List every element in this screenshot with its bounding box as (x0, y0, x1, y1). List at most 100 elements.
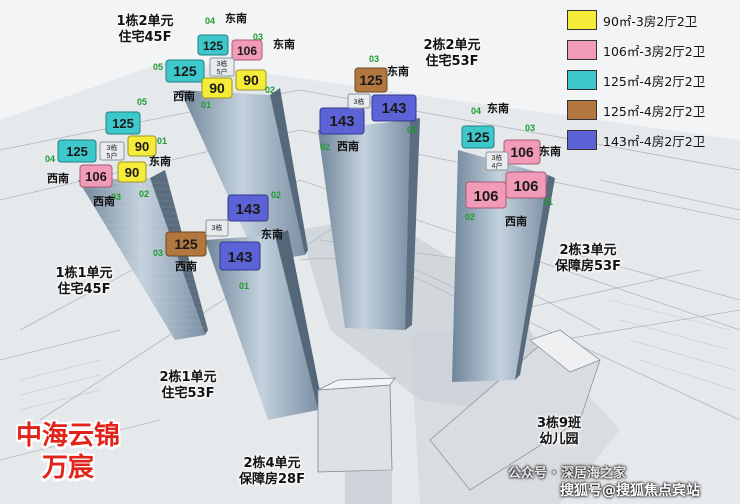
unit-label-b2u1-143a: 143 (235, 201, 260, 218)
unit-number: 04 (471, 106, 481, 116)
unit-label-b2u2-143a: 143 (329, 113, 354, 130)
building-floors: 住宅53F (425, 54, 479, 69)
unit-number: 02 (265, 85, 275, 95)
unit-label-b1u2-90b: 90 (243, 72, 259, 88)
legend-swatch (567, 40, 597, 60)
direction-label: 东南 (149, 154, 171, 168)
legend-item: 125㎡-4房2厅2卫 (567, 99, 735, 121)
building-2-unit-4 (317, 377, 396, 504)
unit-number: 01 (239, 281, 249, 291)
unit-number: 04 (205, 16, 215, 26)
direction-label: 东南 (261, 227, 283, 241)
building-name: 2栋4单元 (243, 456, 301, 471)
unit-number: 03 (525, 123, 535, 133)
legend-swatch (567, 100, 597, 120)
core-label: 3栋 (354, 97, 365, 106)
unit-label-b2u3-106b: 106 (473, 188, 498, 205)
legend: 90㎡-3房2厅2卫 106㎡-3房2厅2卫 125㎡-4房2厅2卫 125㎡-… (567, 9, 735, 161)
building-name: 3栋9班 (536, 416, 582, 431)
unit-label-b2u2-143b: 143 (381, 100, 406, 117)
unit-label-b2u3-106a: 106 (510, 144, 534, 160)
unit-label-b1u1-125a: 125 (112, 116, 134, 131)
unit-label-b1u2-125b: 125 (173, 63, 197, 79)
unit-number: 02 (271, 190, 281, 200)
unit-label-b1u2-90a: 90 (209, 80, 225, 96)
project-title-line1: 中海云锦 (15, 421, 120, 451)
unit-label-b2u3-125: 125 (466, 129, 490, 145)
legend-label: 125㎡-4房2厅2卫 (603, 104, 706, 119)
legend-label: 125㎡-4房2厅2卫 (603, 74, 706, 89)
building-floors: 住宅45F (57, 282, 111, 297)
unit-number: 01 (157, 136, 167, 146)
direction-label: 西南 (175, 259, 197, 273)
legend-swatch (567, 70, 597, 90)
unit-number: 01 (407, 125, 417, 135)
unit-label-b2u1-125: 125 (174, 236, 198, 252)
legend-item: 125㎡-4房2厅2卫 (567, 69, 735, 91)
unit-number: 03 (253, 32, 263, 42)
unit-label-b1u1-106: 106 (85, 169, 107, 184)
legend-label: 143㎡-4房2厅2卫 (603, 134, 706, 149)
core-label: 4户 (492, 161, 503, 170)
unit-label-b1u2-125a: 125 (203, 39, 223, 53)
building-name: 1栋1单元 (55, 266, 113, 281)
building-floors: 保障房53F (555, 259, 621, 274)
unit-number: 05 (137, 97, 147, 107)
unit-number: 04 (45, 154, 55, 164)
direction-label: 东南 (225, 11, 247, 25)
legend-item: 143㎡-4房2厅2卫 (567, 129, 735, 151)
legend-item: 106㎡-3房2厅2卫 (567, 39, 735, 61)
direction-label: 东南 (273, 37, 295, 51)
direction-label: 西南 (505, 214, 527, 228)
unit-blocks (57, 34, 547, 271)
unit-label-b2u1-143b: 143 (227, 249, 252, 266)
unit-label-b2u2-125: 125 (359, 72, 383, 88)
unit-number: 03 (111, 192, 121, 202)
watermark-bottom: 搜狐号@搜狐焦点宾站 (560, 483, 700, 499)
label-building-2-unit-1: 2栋1单元 住宅53F (148, 370, 228, 402)
unit-label-b1u1-90b: 90 (125, 165, 139, 180)
label-building-1-unit-2: 1栋2单元 住宅45F (105, 14, 185, 46)
legend-swatch (567, 130, 597, 150)
unit-number: 01 (543, 197, 553, 207)
project-title: 中海云锦 万宸 (8, 420, 128, 484)
unit-label-b1u1-125b: 125 (66, 144, 88, 159)
legend-label: 106㎡-3房2厅2卫 (603, 44, 706, 59)
building-name: 2栋1单元 (159, 370, 217, 385)
building-name: 2栋2单元 (423, 38, 481, 53)
unit-number: 02 (139, 189, 149, 199)
unit-label-b2u3-106c: 106 (513, 178, 538, 195)
direction-label: 西南 (337, 139, 359, 153)
unit-number: 03 (369, 54, 379, 64)
direction-label: 西南 (47, 171, 69, 185)
core-label: 5户 (107, 151, 118, 160)
direction-label: 东南 (487, 101, 509, 115)
building-floors: 幼儿园 (539, 432, 579, 447)
building-floors: 住宅53F (161, 386, 215, 401)
legend-item: 90㎡-3房2厅2卫 (567, 9, 735, 31)
building-floors: 保障房28F (239, 472, 305, 487)
building-2-unit-1 (205, 230, 322, 420)
watermark-top: 公众号 · 深居海之家 (508, 466, 626, 481)
unit-number: 01 (201, 100, 211, 110)
direction-label: 西南 (173, 89, 195, 103)
core-label: 3栋 (107, 143, 118, 152)
project-title-line2: 万宸 (41, 453, 94, 483)
unit-label-b1u1-90a: 90 (135, 139, 149, 154)
label-building-1-unit-1: 1栋1单元 住宅45F (44, 266, 124, 298)
direction-label: 东南 (539, 144, 561, 158)
core-label: 3栋 (212, 223, 223, 232)
unit-number: 03 (153, 248, 163, 258)
direction-label: 西南 (93, 194, 115, 208)
unit-number: 02 (465, 212, 475, 222)
label-building-3-kindergarten: 3栋9班 幼儿园 (524, 416, 594, 448)
unit-label-b1u2-106: 106 (237, 44, 257, 58)
label-building-2-unit-4: 2栋4单元 保障房28F (230, 456, 314, 488)
label-building-2-unit-2: 2栋2单元 住宅53F (412, 38, 492, 70)
label-building-2-unit-3: 2栋3单元 保障房53F (548, 243, 628, 275)
core-label: 5户 (217, 67, 228, 76)
core-label: 3栋 (217, 59, 228, 68)
building-2-unit-2 (318, 118, 420, 330)
unit-number: 02 (320, 142, 330, 152)
